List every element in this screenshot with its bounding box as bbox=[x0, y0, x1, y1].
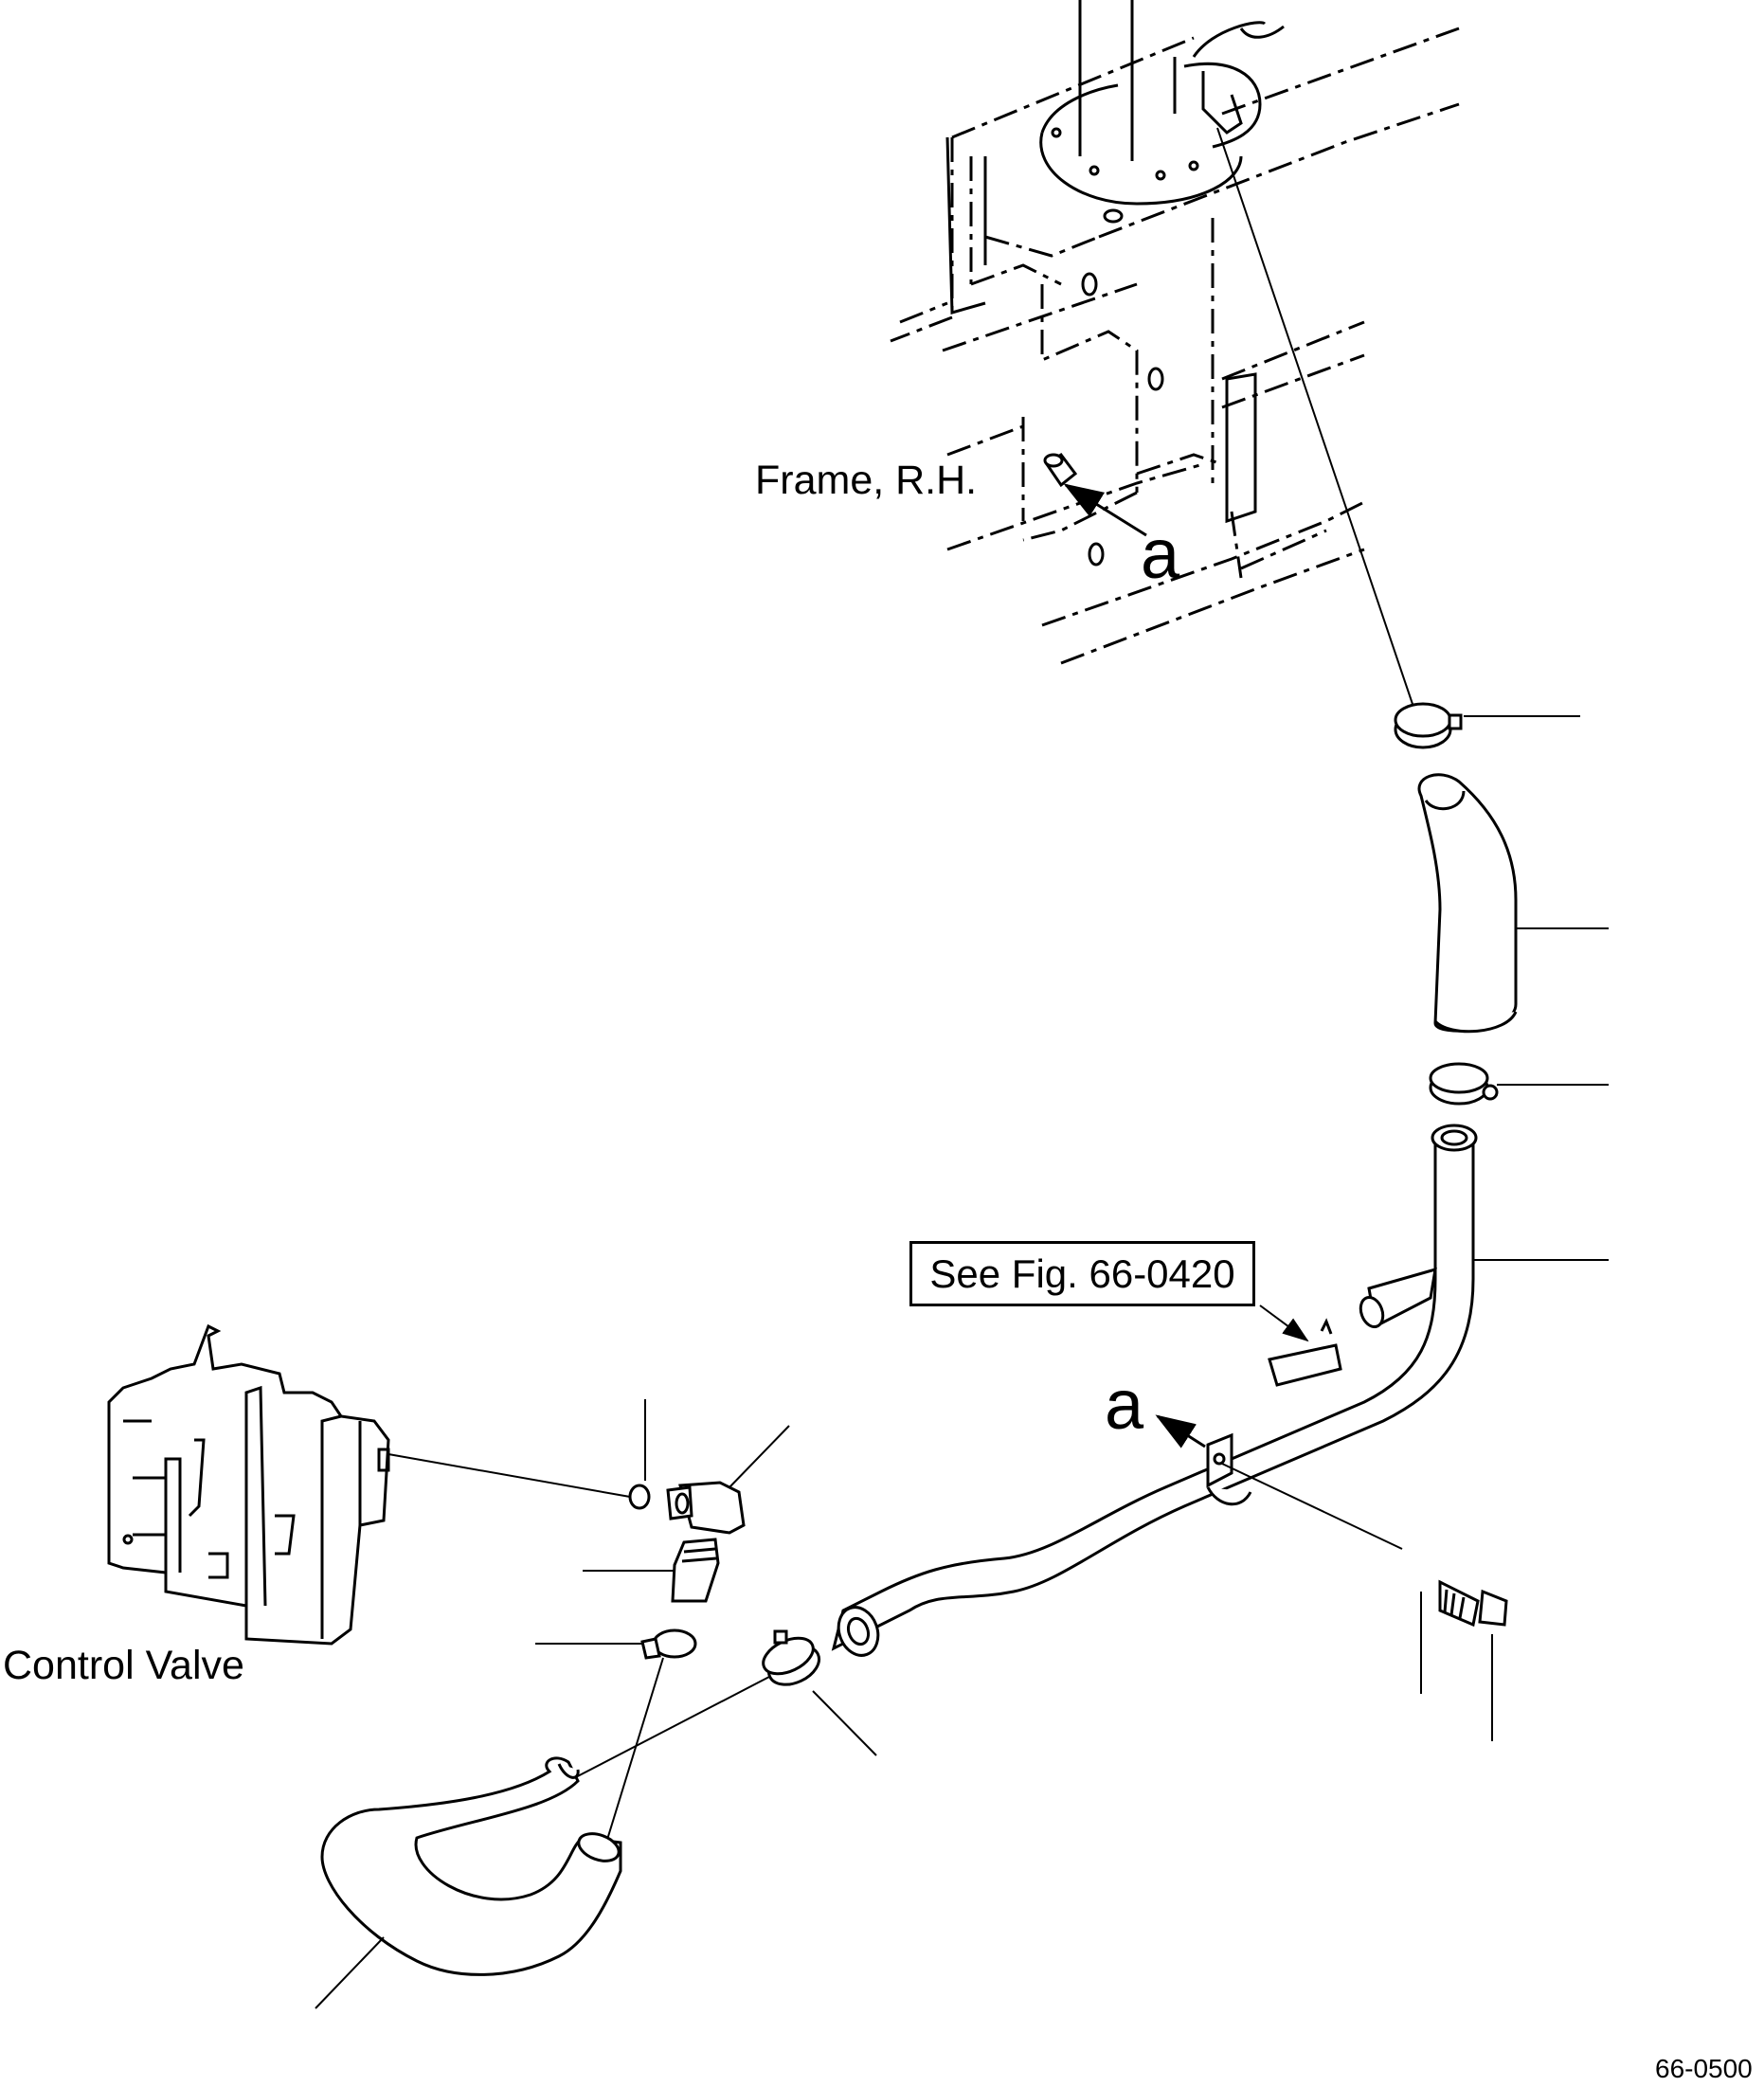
hose-clamp-upper bbox=[1394, 702, 1463, 749]
callout-line-11 bbox=[812, 1690, 877, 1756]
frame-rh bbox=[890, 27, 1460, 665]
frame-rh-label: Frame, R.H. bbox=[755, 458, 978, 503]
leader-tank-to-clamp bbox=[1216, 127, 1417, 716]
ref-a-bottom-label: a bbox=[1105, 1365, 1144, 1444]
hose-upper bbox=[1417, 773, 1518, 1034]
leader-cv-to-oring bbox=[387, 1453, 631, 1498]
control-valve bbox=[107, 1323, 390, 1646]
arrow-a-bottom bbox=[1155, 1414, 1206, 1448]
control-valve-label: Control Valve bbox=[3, 1643, 244, 1688]
ref-a-top-label: a bbox=[1141, 514, 1180, 593]
nipple bbox=[671, 1538, 720, 1603]
elbow-fitting bbox=[666, 1481, 746, 1535]
hose-clamp-lower bbox=[762, 1629, 820, 1686]
see-fig-box[interactable]: See Fig. 66-0420 bbox=[909, 1241, 1255, 1306]
see-fig-leader bbox=[1259, 1304, 1309, 1342]
callout-line-8 bbox=[729, 1425, 790, 1488]
leader-bolt-bracket bbox=[1221, 1463, 1403, 1550]
figure-code: 66-0500 bbox=[1655, 2054, 1753, 2083]
arrow-a-top bbox=[1063, 483, 1147, 537]
hose-clamp-small bbox=[640, 1628, 697, 1660]
callout-line-12 bbox=[315, 1936, 385, 2009]
tank-top bbox=[1039, 0, 1285, 224]
plug-a bbox=[1043, 452, 1078, 488]
hose-clamp-middle bbox=[1429, 1062, 1499, 1106]
steel-pipe bbox=[831, 1124, 1478, 1657]
see-fig-part bbox=[1268, 1318, 1342, 1387]
frame-rh-bracket bbox=[945, 136, 1257, 567]
hose-lower bbox=[320, 1756, 622, 1976]
bolt bbox=[1438, 1579, 1508, 1628]
o-ring bbox=[628, 1484, 651, 1510]
leader-smallclamp-to-hose bbox=[605, 1657, 664, 1844]
leader-clamp-to-hose bbox=[567, 1676, 770, 1782]
